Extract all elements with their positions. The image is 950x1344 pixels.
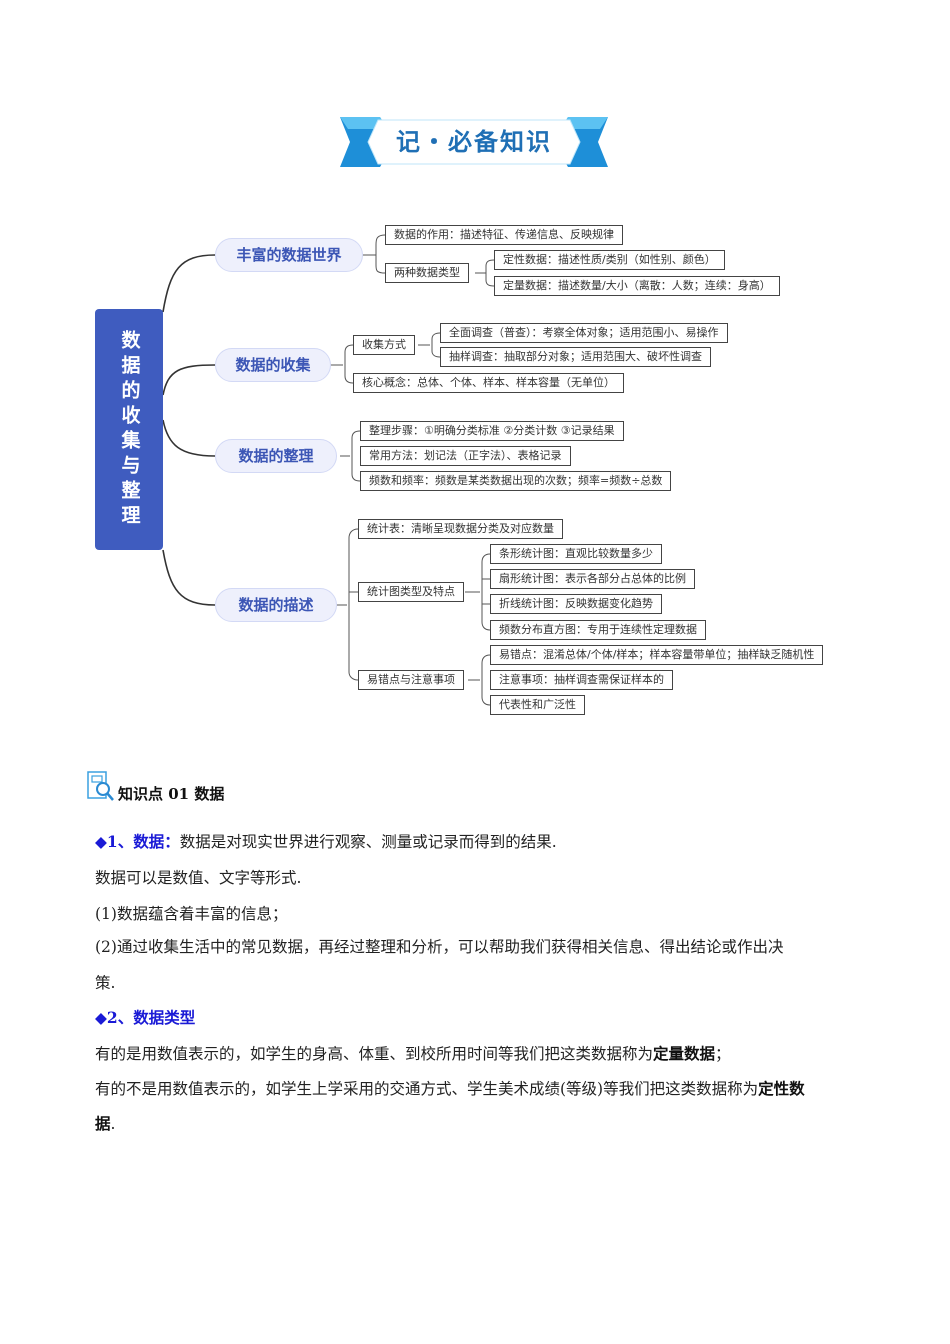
item-1-marker: ◆1、数据：	[95, 832, 180, 851]
leaf-line-chart: 折线统计图：反映数据变化趋势	[490, 594, 662, 614]
leaf-chart-types: 统计图类型及特点	[358, 582, 464, 602]
leaf-census: 全面调查（普查）：考察全体对象；适用范围小、易操作	[440, 323, 728, 343]
paragraph-line: 有的是用数值表示的，如学生的身高、体重、到校所用时间等我们把这类数据称为定量数据…	[95, 1044, 731, 1064]
leaf-frequency: 频数和频率：频数是某类数据出现的次数；频率=频数÷总数	[360, 471, 672, 491]
banner-title: 记・必备知识	[396, 128, 552, 156]
paragraph-line: 数据可以是数值、文字等形式.	[95, 869, 302, 887]
topic-rich-data-world: 丰富的数据世界	[215, 238, 363, 272]
item-2-marker: ◆2、数据类型	[95, 1008, 196, 1027]
paragraph-line: 有的不是用数值表示的，如学生上学采用的交通方式、学生美术成绩(等级)等我们把这类…	[95, 1079, 805, 1099]
leaf-bar-chart: 条形统计图：直观比较数量多少	[490, 544, 662, 564]
leaf-common-methods: 常用方法：划记法（正字法）、表格记录	[360, 446, 571, 466]
magnifier-document-icon	[87, 771, 114, 801]
leaf-organize-steps: 整理步骤：①明确分类标准 ②分类计数 ③记录结果	[360, 421, 624, 441]
root-title: 数据的收集与整理	[118, 329, 141, 530]
mindmap-root: 数据的收集与整理	[95, 309, 163, 550]
leaf-pitfalls: 易错点与注意事项	[358, 670, 464, 690]
leaf-statistics-table: 统计表：清晰呈现数据分类及对应数量	[358, 519, 563, 539]
leaf-qualitative-data: 定性数据：描述性质/类别（如性别、颜色）	[494, 250, 725, 270]
paragraph-line: (1)数据蕴含着丰富的信息；	[95, 905, 288, 923]
knowledge-point-title: 知识点 01 数据	[118, 785, 225, 803]
knowledge-point-heading: 知识点 01 数据	[86, 768, 224, 804]
section-banner: 记・必备知识	[340, 117, 608, 167]
banner-ribbon-icon	[340, 117, 608, 167]
leaf-core-concepts: 核心概念：总体、个体、样本、样本容量（无单位）	[353, 373, 624, 393]
paragraph-line: 策.	[95, 974, 116, 992]
text-span: 有的是用数值表示的，如学生的身高、体重、到校所用时间等我们把这类数据称为	[95, 1045, 654, 1063]
leaf-collection-methods: 收集方式	[353, 335, 415, 355]
paragraph-line: 据.	[95, 1114, 115, 1134]
text-span: ；	[715, 1045, 731, 1063]
term-qualitative: 定性数	[758, 1079, 805, 1098]
leaf-common-mistakes: 易错点：混淆总体/个体/样本；样本容量带单位；抽样缺乏随机性	[490, 645, 824, 665]
leaf-data-purpose: 数据的作用：描述特征、传递信息、反映规律	[385, 225, 623, 245]
mindmap-connectors	[162, 234, 495, 706]
term-qualitative-cont: 据	[95, 1114, 111, 1133]
topic-data-collection: 数据的收集	[215, 348, 331, 382]
item-1-text: 数据是对现实世界进行观察、测量或记录而得到的结果.	[179, 833, 557, 851]
text-span: 有的不是用数值表示的，如学生上学采用的交通方式、学生美术成绩(等级)等我们把这类…	[95, 1080, 759, 1098]
leaf-quantitative-data: 定量数据：描述数量/大小（离散：人数；连续：身高）	[494, 276, 780, 296]
leaf-histogram: 频数分布直方图：专用于连续性定理数据	[490, 620, 706, 640]
topic-data-organization: 数据的整理	[215, 439, 337, 473]
leaf-representativeness: 代表性和广泛性	[490, 695, 585, 715]
leaf-notes: 注意事项：抽样调查需保证样本的	[490, 670, 673, 690]
term-quantitative: 定量数据	[653, 1044, 716, 1063]
item-1-line: ◆1、数据：数据是对现实世界进行观察、测量或记录而得到的结果.	[95, 832, 557, 852]
leaf-pie-chart: 扇形统计图：表示各部分占总体的比例	[490, 569, 695, 589]
leaf-two-data-types: 两种数据类型	[385, 263, 469, 283]
text-span: .	[110, 1115, 116, 1133]
leaf-sampling-survey: 抽样调查：抽取部分对象；适用范围大、破坏性调查	[440, 347, 711, 367]
paragraph-line: (2)通过收集生活中的常见数据，再经过整理和分析，可以帮助我们获得相关信息、得出…	[95, 938, 784, 956]
topic-data-description: 数据的描述	[215, 588, 337, 622]
